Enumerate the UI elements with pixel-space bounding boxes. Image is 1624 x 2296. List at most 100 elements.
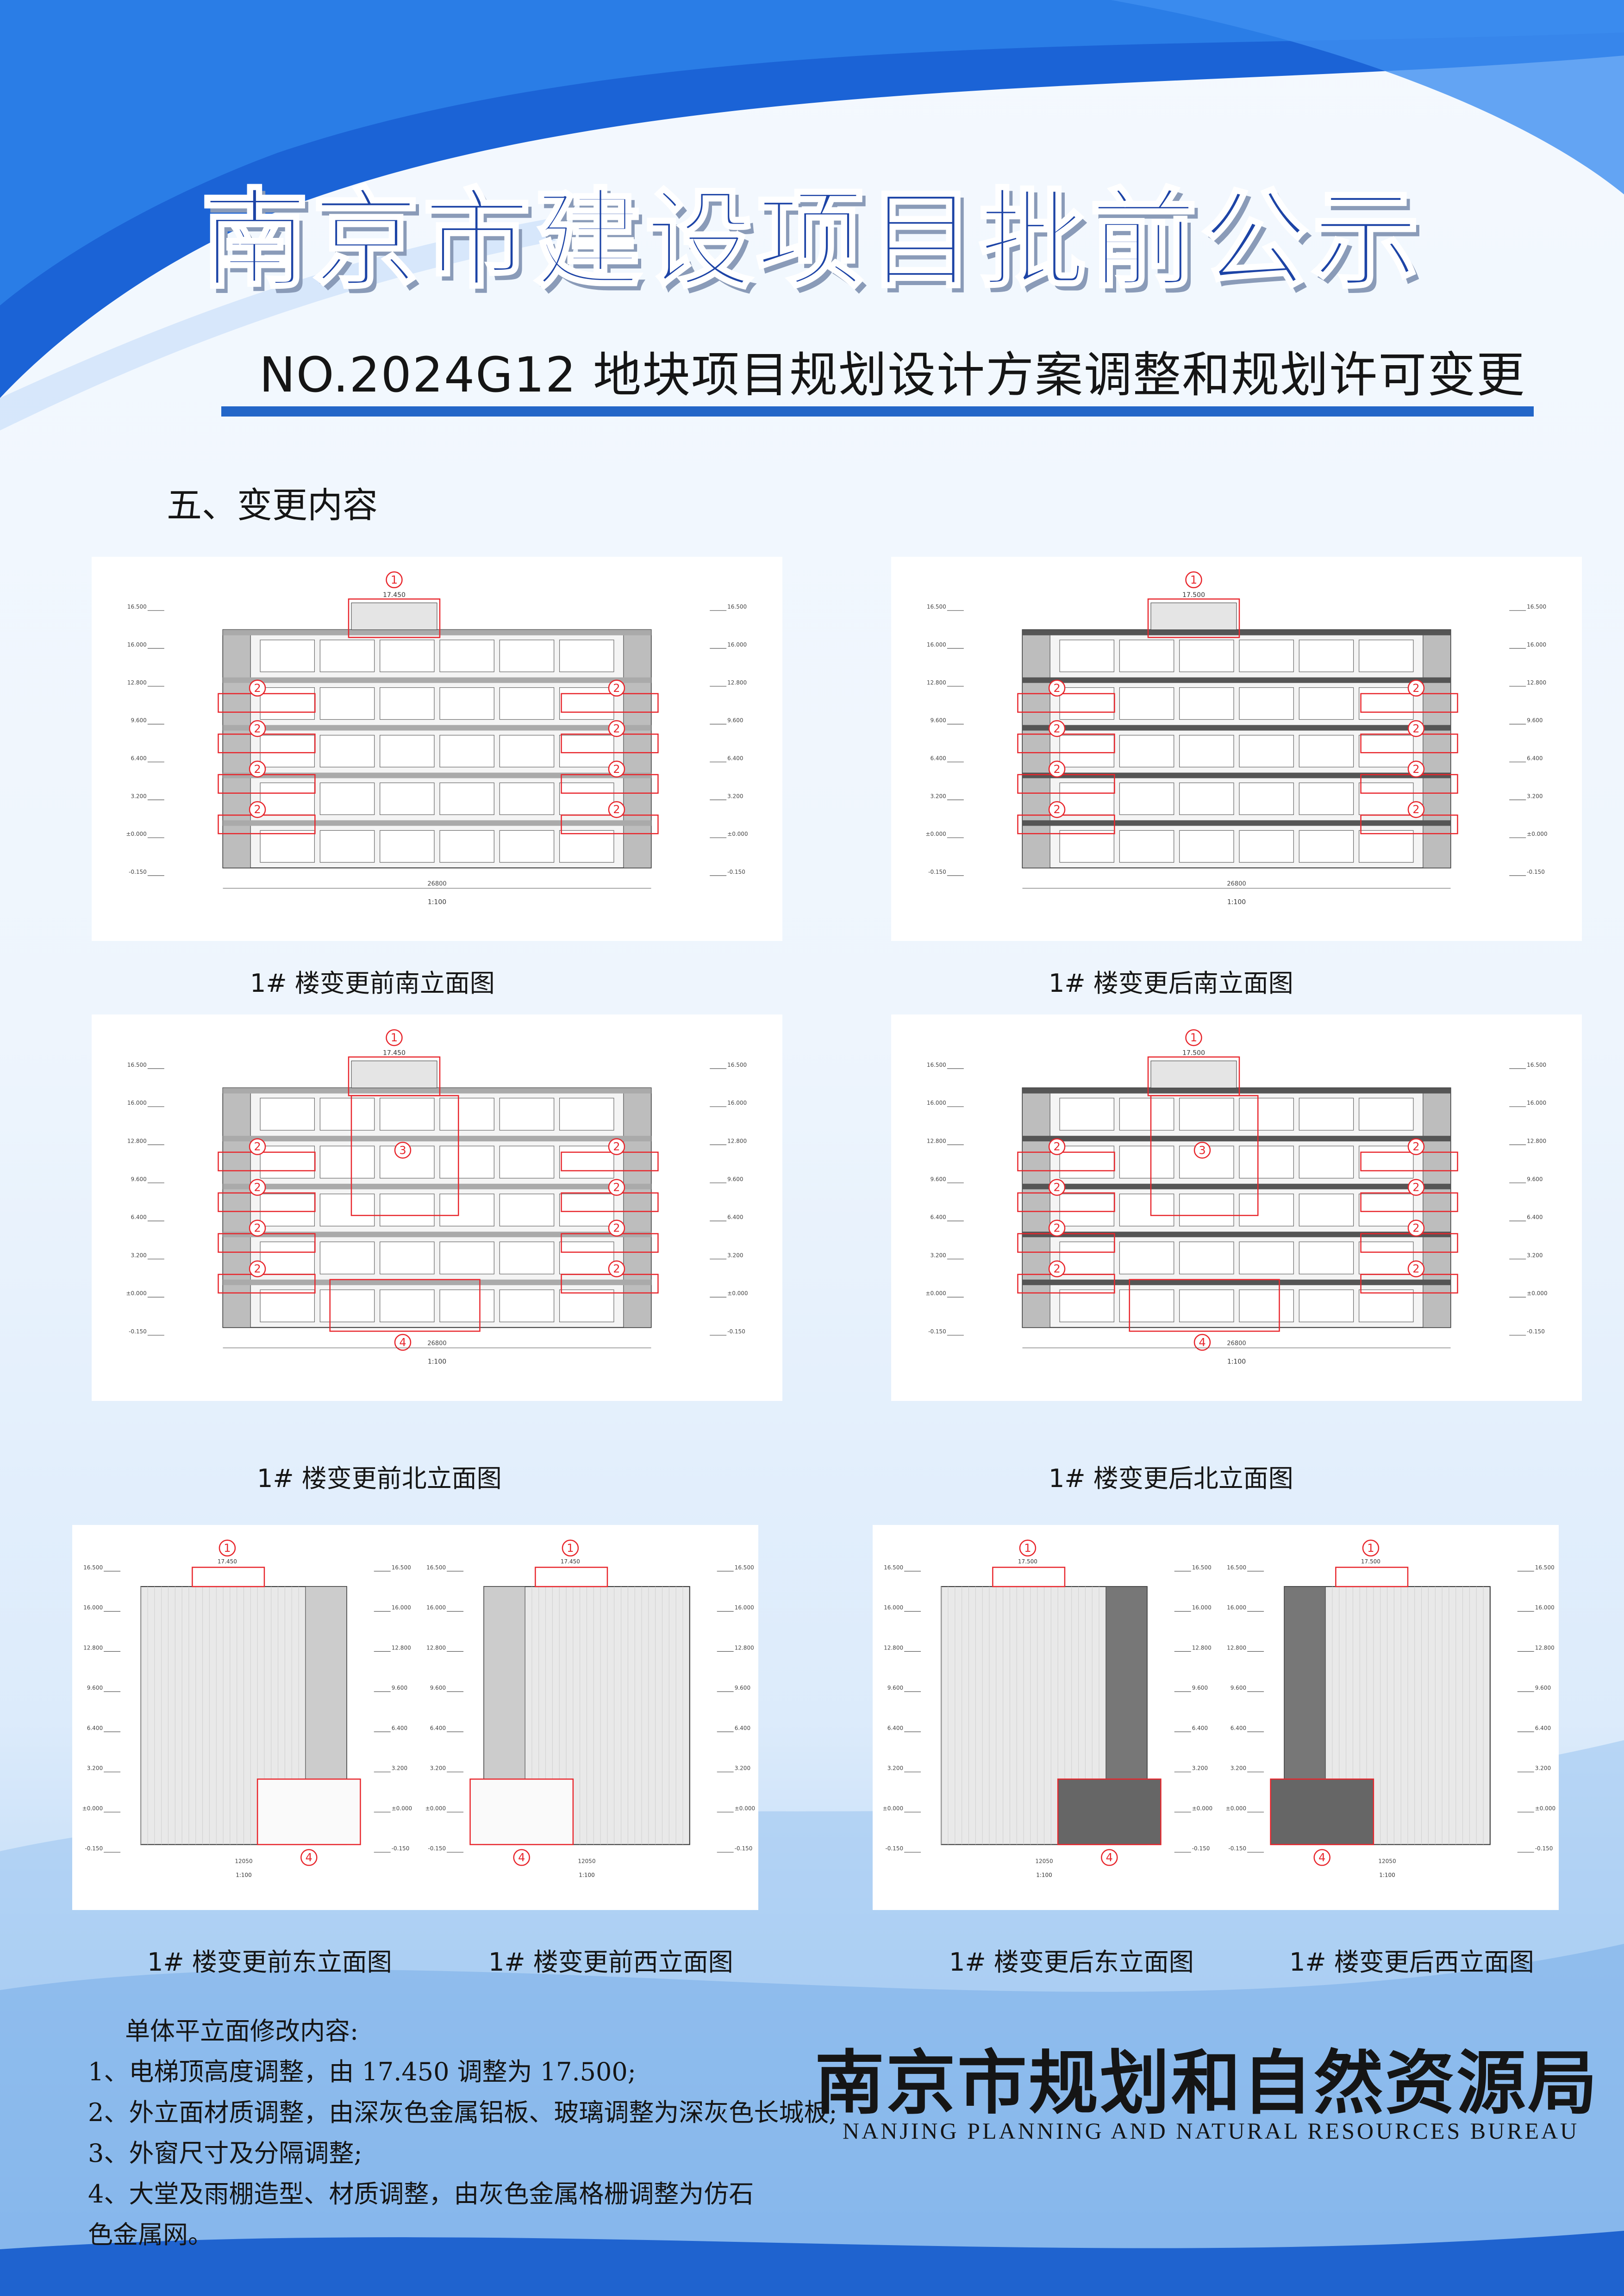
level-label: 12.800 xyxy=(884,1644,903,1651)
level-label: 16.000 xyxy=(884,1605,903,1611)
window xyxy=(1299,830,1354,863)
revision-marker xyxy=(1407,1260,1425,1277)
revision-marker xyxy=(608,1179,625,1196)
window xyxy=(1299,640,1354,672)
window xyxy=(1059,830,1114,863)
level-label: ±0.000 xyxy=(1192,1805,1212,1811)
window xyxy=(559,1098,614,1131)
revision-box xyxy=(1360,774,1458,794)
revision-marker-number: 2 xyxy=(254,803,261,816)
revision-box xyxy=(1360,814,1458,834)
floor-band xyxy=(1022,820,1451,826)
revision-marker-number: 4 xyxy=(1318,1851,1325,1864)
level-label: 3.200 xyxy=(131,793,146,799)
level-label: ±0.000 xyxy=(925,1290,946,1297)
level-label: 6.400 xyxy=(930,755,946,761)
level-label: -0.150 xyxy=(1228,1845,1246,1852)
window xyxy=(260,1289,315,1322)
window xyxy=(1239,782,1294,815)
floor-band xyxy=(1022,677,1451,683)
revision-marker xyxy=(386,571,403,589)
level-label: ±0.000 xyxy=(1535,1805,1555,1811)
window xyxy=(319,734,375,768)
revision-marker xyxy=(249,679,266,697)
window xyxy=(1359,640,1414,672)
window xyxy=(1059,734,1114,768)
scale-label: 1:100 xyxy=(1227,898,1246,906)
revision-marker xyxy=(1407,679,1425,697)
window xyxy=(439,782,494,815)
level-label: 9.600 xyxy=(1527,717,1543,724)
window xyxy=(1239,734,1294,768)
bureau-name-en: NANJING PLANNING AND NATURAL RESOURCES B… xyxy=(843,2118,1580,2144)
note-item: 3、外窗尺寸及分隔调整; xyxy=(88,2139,362,2168)
window xyxy=(439,1289,494,1322)
window xyxy=(1239,640,1294,672)
window xyxy=(260,734,315,768)
window xyxy=(1239,1145,1294,1179)
revision-box xyxy=(1360,693,1458,713)
revision-marker-number: 4 xyxy=(399,1336,406,1349)
revision-marker-number: 2 xyxy=(254,763,261,776)
dimension-label: 12050 xyxy=(235,1858,252,1865)
level-label: 6.400 xyxy=(1230,1725,1246,1731)
revision-box xyxy=(218,734,316,753)
window xyxy=(499,1194,555,1226)
revision-box xyxy=(469,1778,574,1845)
scale-label: 1:100 xyxy=(579,1872,595,1879)
window xyxy=(1059,640,1114,672)
floor-band xyxy=(1022,1183,1451,1189)
level-label: -0.150 xyxy=(428,1845,446,1852)
window xyxy=(1299,1289,1354,1322)
level-label: 16.500 xyxy=(927,604,946,610)
revision-marker xyxy=(1407,1179,1425,1196)
level-label: 9.600 xyxy=(392,1685,407,1691)
revision-box xyxy=(218,1192,316,1212)
revision-marker xyxy=(608,679,625,697)
level-label: 16.500 xyxy=(1527,1062,1546,1068)
level-label: 3.200 xyxy=(887,1765,903,1772)
level-label: 16.500 xyxy=(927,1062,946,1068)
side-wall xyxy=(623,629,652,868)
window xyxy=(1059,1241,1114,1275)
window xyxy=(559,1194,614,1226)
window xyxy=(499,1241,555,1275)
window xyxy=(1179,1194,1234,1226)
revision-marker xyxy=(562,1539,579,1557)
window xyxy=(1179,1289,1234,1322)
revision-box xyxy=(218,814,316,834)
level-label: 6.400 xyxy=(1527,755,1543,761)
level-label: 9.600 xyxy=(887,1685,903,1691)
dimension-label: 12050 xyxy=(1035,1858,1053,1865)
level-label: 16.500 xyxy=(1535,1564,1555,1571)
level-label: 9.600 xyxy=(87,1685,103,1691)
level-label: 16.000 xyxy=(1527,641,1546,648)
level-label: 3.200 xyxy=(1535,1765,1551,1772)
revision-marker-number: 4 xyxy=(1199,1336,1206,1349)
level-label: 12.800 xyxy=(735,1644,754,1651)
height-label: 17.500 xyxy=(1182,1050,1205,1057)
level-label: 6.400 xyxy=(887,1725,903,1731)
window xyxy=(559,830,614,863)
revision-marker-number: 2 xyxy=(613,1222,620,1235)
window xyxy=(380,640,435,672)
window xyxy=(1299,734,1354,768)
level-label: 3.200 xyxy=(930,1252,946,1258)
window xyxy=(1299,782,1354,815)
revision-box xyxy=(561,1233,659,1253)
window xyxy=(439,1194,494,1226)
revision-box xyxy=(1360,734,1458,753)
revision-box xyxy=(218,693,316,713)
window xyxy=(1359,1098,1414,1131)
revision-marker-number: 2 xyxy=(1412,803,1419,816)
note-item: 4、大堂及雨棚造型、材质调整，由灰色金属格栅调整为仿石 xyxy=(88,2179,754,2209)
level-label: 12.800 xyxy=(727,1138,747,1145)
level-label: ±0.000 xyxy=(425,1805,446,1811)
window xyxy=(1179,1241,1234,1275)
window xyxy=(499,830,555,863)
revision-box xyxy=(1017,1192,1115,1212)
revision-marker-number: 2 xyxy=(613,722,620,735)
level-label: 3.200 xyxy=(1192,1765,1208,1772)
side-wall xyxy=(1423,1088,1451,1328)
